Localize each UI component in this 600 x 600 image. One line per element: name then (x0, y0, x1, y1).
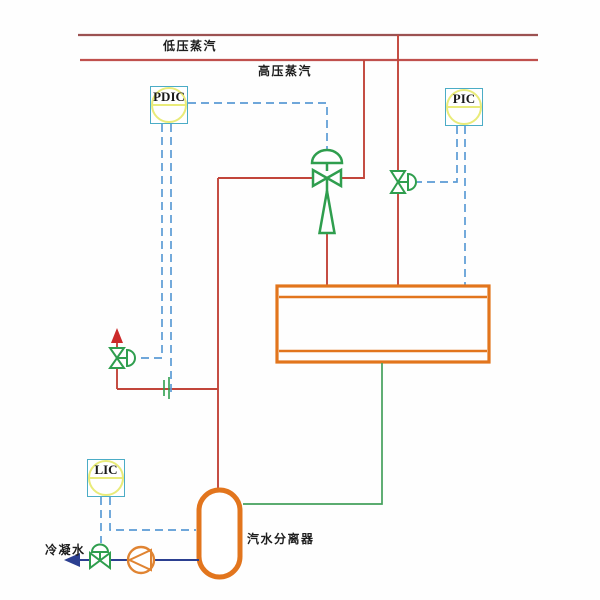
valve-diaphragm-actuator (310, 148, 344, 165)
signal-pdic-to-vent-valve (136, 124, 163, 359)
heat-exchanger (275, 284, 491, 364)
label-separator: 汽水分离器 (247, 532, 315, 546)
instrument-pdic: PDIC (150, 86, 188, 124)
condensate-pump-icon (126, 545, 156, 575)
instrument-tag-pdic: PDIC (153, 89, 185, 104)
signal-pdic-to-control-valve (188, 102, 328, 150)
separator-vessel (196, 487, 243, 580)
pipe-exchanger-to-separator (243, 363, 383, 505)
instrument-signal-lines (100, 102, 466, 543)
instrument-pic: PIC (445, 88, 483, 126)
instrument-chord-icon (447, 106, 481, 109)
label-condensate: 冷凝水 (45, 543, 86, 557)
instrument-lic: LIC (87, 459, 125, 497)
signal-lic-level-tap (109, 497, 196, 531)
pressure-tap-icon (163, 377, 170, 399)
vent-arrow-icon (111, 328, 123, 343)
signal-pic-to-hp-valve (417, 126, 458, 183)
pipe-hp-to-control-valve (341, 60, 365, 179)
label-high-pressure-steam: 高压蒸汽 (258, 64, 313, 78)
hp-steam-valve-icon (389, 170, 417, 194)
instrument-chord-icon (89, 477, 123, 480)
label-low-pressure-steam: 低压蒸汽 (163, 39, 218, 53)
instrument-chord-icon (152, 104, 186, 107)
instrument-tag-pic: PIC (452, 91, 476, 106)
pressure-control-valve-icon (310, 148, 344, 235)
instrument-tag-lic: LIC (94, 462, 118, 477)
steam-piping (116, 35, 399, 489)
vent-valve-icon (108, 347, 136, 369)
valve-outlet-cone (318, 190, 336, 235)
condensate-control-valve-icon (89, 543, 111, 570)
condensate-flow-arrow-icon (64, 553, 80, 567)
